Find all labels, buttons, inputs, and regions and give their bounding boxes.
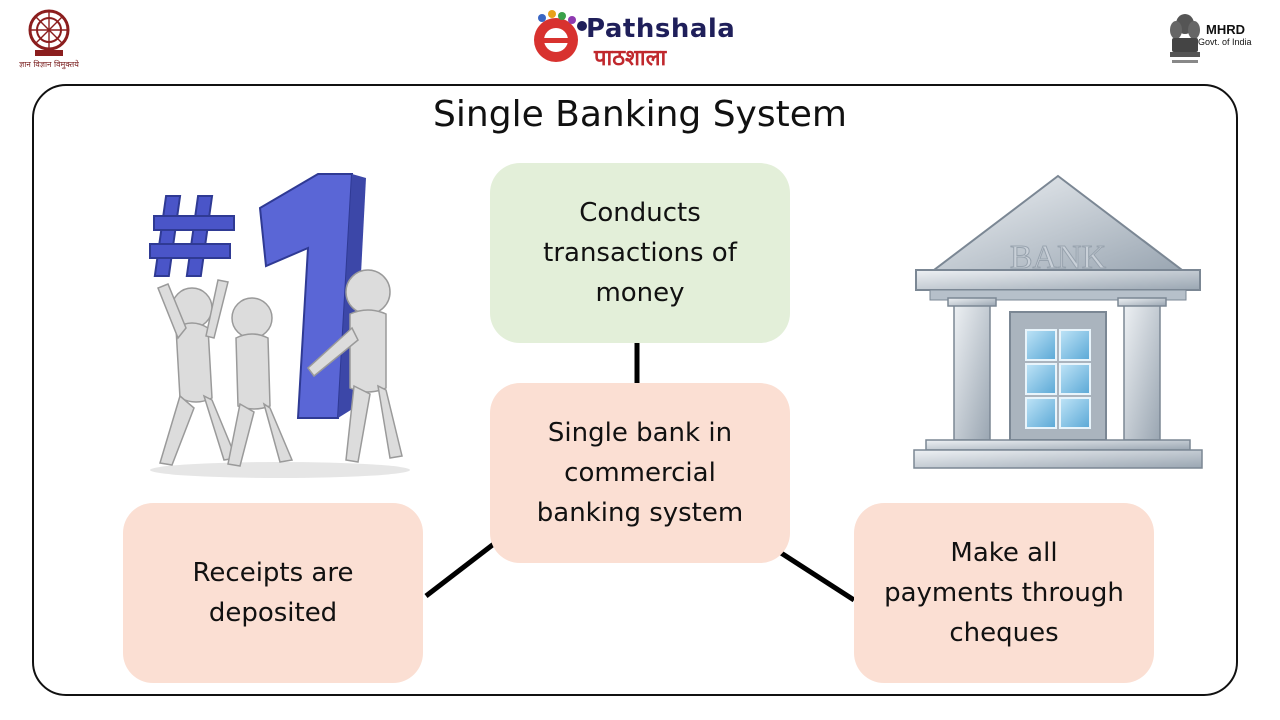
ashoka-emblem-icon (1170, 14, 1200, 63)
box-right-line-1: Make all (950, 538, 1058, 568)
box-transactions: Conducts transactions of money (490, 163, 790, 343)
box-top-line-3: money (595, 278, 685, 308)
box-left-line-2: deposited (208, 598, 338, 628)
digit-one-icon (258, 173, 354, 419)
box-receipts: Receipts are deposited (123, 503, 423, 683)
box-single-bank: Single bank in commercial banking system (490, 383, 790, 563)
bank-sign: BANK (1010, 239, 1107, 276)
mhrd-logo: MHRD Govt. of India (1168, 10, 1268, 74)
bank-illustration: BANK (913, 174, 1203, 469)
hash-sign-icon (149, 195, 235, 277)
box-center-line-3: banking system (536, 498, 744, 528)
slide-title: Single Banking System (433, 94, 847, 135)
box-top-line-2: transactions of (543, 238, 737, 268)
bank-window-icon (1025, 329, 1091, 429)
box-right-line-2: payments through (884, 578, 1124, 608)
ugc-motto: ज्ञान विज्ञान विमुक्तये (19, 60, 79, 69)
connector-left (424, 541, 497, 598)
ugc-logo: ज्ञान विज्ञान विमुक्तये (14, 8, 84, 80)
connector-right (776, 548, 856, 603)
box-top-line-1: Conducts (579, 198, 701, 228)
stick-figures-icon (157, 269, 403, 467)
box-center-line-2: commercial (564, 458, 716, 488)
epathshala-logo: Pathshala पाठशाला (528, 6, 742, 71)
ugc-emblem-icon (28, 9, 70, 56)
number-one-illustration (149, 173, 410, 478)
box-left-line-1: Receipts are (192, 558, 354, 588)
box-right-line-3: cheques (949, 618, 1059, 648)
epathshala-hindi: पाठशाला (594, 46, 667, 71)
box-center-line-1: Single bank in (547, 418, 733, 448)
epathshala-e-icon (534, 10, 587, 62)
gov-text: Govt. of India (1198, 37, 1252, 47)
header: ज्ञान विज्ञान विमुक्तये Pathshala पाठशाल… (0, 0, 1280, 84)
mhrd-text: MHRD (1206, 22, 1245, 37)
box-payments: Make all payments through cheques (854, 503, 1154, 683)
epathshala-name: Pathshala (586, 14, 736, 44)
